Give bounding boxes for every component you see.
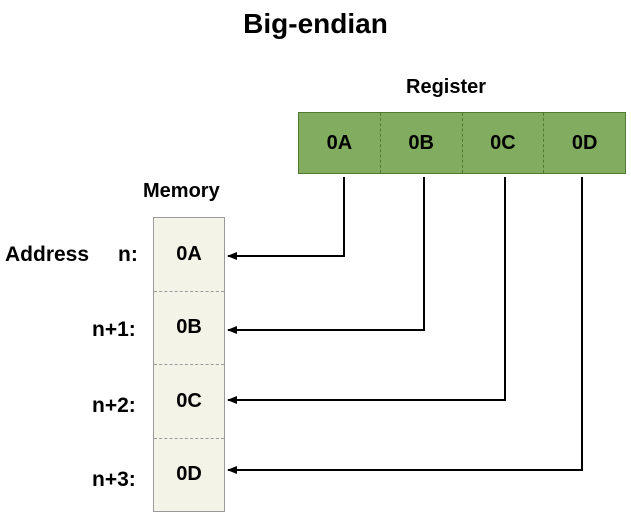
register-label: Register bbox=[406, 76, 487, 98]
memory-cell-n-plus-2: 0C bbox=[154, 365, 224, 439]
arrow-0A bbox=[227, 177, 345, 260]
memory-cell-n-plus-3: 0D bbox=[176, 463, 202, 486]
register-byte-0: 0A bbox=[299, 113, 381, 173]
register-byte-1: 0B bbox=[380, 113, 463, 173]
address-n-plus-3: n+3: bbox=[92, 468, 136, 491]
memory-cell-n: 0A bbox=[154, 218, 224, 292]
arrow-0C bbox=[227, 177, 506, 404]
memory-cell-n-plus-1: 0B bbox=[154, 292, 224, 365]
memory-block: 0A 0B 0C 0D bbox=[153, 217, 225, 512]
arrow-0D bbox=[227, 177, 583, 474]
register-byte-3: 0D bbox=[544, 113, 625, 173]
register: 0A 0B 0C 0D bbox=[298, 112, 626, 174]
address-n-plus-2: n+2: bbox=[92, 394, 136, 417]
register-byte-2: 0C bbox=[462, 113, 545, 173]
arrow-0B bbox=[227, 177, 425, 334]
address-n-plus-1: n+1: bbox=[92, 318, 136, 341]
diagram-title: Big-endian bbox=[243, 8, 388, 39]
address-n: n: bbox=[118, 243, 138, 266]
memory-label: Memory bbox=[143, 180, 220, 202]
address-prefix: Address bbox=[5, 243, 90, 266]
